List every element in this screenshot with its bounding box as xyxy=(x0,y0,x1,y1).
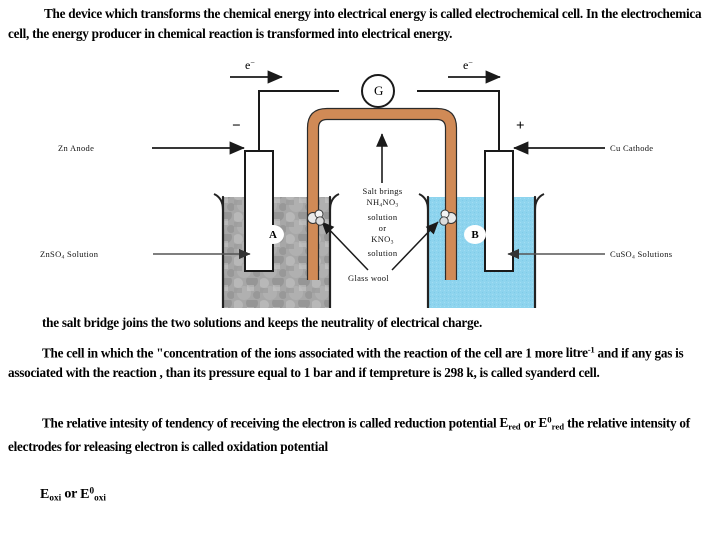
salt-bridge-paragraph: the salt bridge joins the two solutions … xyxy=(42,315,483,330)
glass-wool-leader-left xyxy=(321,221,369,271)
salt-bridge-line-3: solution xyxy=(367,211,398,222)
left-beaker-rim-left xyxy=(213,193,224,211)
intro-paragraph: The device which transforms the chemical… xyxy=(8,6,702,41)
cuso4-subscript: 4 xyxy=(632,254,636,261)
e0-red-subscript: red xyxy=(551,421,565,432)
zn-anode-label: Zn Anode xyxy=(58,143,95,153)
e-oxi-symbol: Eoxi xyxy=(40,486,62,503)
glass-wool-plug-right xyxy=(439,209,457,226)
znso4-formula: ZnSO xyxy=(40,249,62,259)
e0-oxi-symbol: E0oxi xyxy=(80,485,106,503)
znso4-subscript: 4 xyxy=(61,254,65,261)
salt-bridge-line-6: solution xyxy=(367,248,398,259)
beaker-a-badge: A xyxy=(262,225,284,244)
positive-sign: + xyxy=(516,118,525,134)
nh4no3-no: NO xyxy=(382,197,396,207)
kno3-kno: KNO xyxy=(371,233,391,244)
znso4-solution-label: ZnSO4 Solution xyxy=(40,249,98,261)
e-oxi-letter: E xyxy=(40,486,50,502)
kno3-sub: 3 xyxy=(390,239,394,246)
e0-oxi-subscript: oxi xyxy=(94,492,106,503)
e-red-symbol: Ered xyxy=(499,415,521,432)
rel-tail: the relative intensity of electrodes for… xyxy=(8,415,690,454)
cuso4-word: Solutions xyxy=(635,249,673,259)
reduction-potential-paragraph: The relative intesity of tendency of rec… xyxy=(8,410,718,457)
e0-oxi-superscript: 0 xyxy=(89,485,95,495)
cell-sentence-1: The cell in which the "concentration of … xyxy=(42,345,563,361)
electron-right-superscript: − xyxy=(468,58,473,68)
cuso4-solution-label: CuSO4 Solutions xyxy=(610,249,672,261)
negative-sign: − xyxy=(232,118,241,134)
nh4no3-sub2: 3 xyxy=(395,202,399,209)
galvanometer-label: G xyxy=(374,83,384,98)
standard-cell-paragraph: The cell in which the "concentration of … xyxy=(8,340,718,383)
wire-left xyxy=(258,90,339,151)
electron-label-right: e− xyxy=(463,58,473,73)
e0-red-superscript: 0 xyxy=(547,415,552,425)
glass-wool-label: Glass wool xyxy=(348,273,390,283)
nh4no3-sub1: 4 xyxy=(379,202,383,209)
right-beaker-rim-left xyxy=(418,193,429,211)
nh4no3-nh: NH xyxy=(366,197,380,207)
electron-left-superscript: − xyxy=(250,58,255,68)
salt-bridge-annotation: Salt brings NH4NO3 solution or KNO3 solu… xyxy=(340,186,425,259)
salt-bridge-tube xyxy=(307,108,457,280)
e0-red-symbol: E0red xyxy=(538,415,565,432)
electron-right-text: e xyxy=(463,58,469,72)
cuso4-formula: CuSO xyxy=(610,249,632,259)
salt-bridge-inner-edge xyxy=(317,118,447,280)
znso4-word: Solution xyxy=(64,249,99,259)
cell-diagram-svg xyxy=(152,70,605,308)
e-red-letter: E xyxy=(499,415,509,431)
left-beaker-rim-right xyxy=(329,193,340,211)
wire-right xyxy=(417,90,500,151)
rel-or-1: or xyxy=(520,415,539,431)
e0-red-letter: E xyxy=(538,415,548,431)
electrochemical-cell-diagram: G e− e− − + Zn Anode Cu Cathode ZnSO4 So… xyxy=(0,58,723,308)
cu-cathode-electrode xyxy=(484,150,514,272)
glass-wool-leader-right xyxy=(391,221,439,271)
oxi-or: or xyxy=(61,486,81,502)
zn-anode-electrode xyxy=(244,150,274,272)
electron-left-text: e xyxy=(245,58,251,72)
galvanometer-circle xyxy=(361,74,395,108)
glass-wool-plug-left xyxy=(307,209,325,226)
cuso4-liquid xyxy=(428,197,535,308)
right-beaker-rim-right xyxy=(534,193,545,211)
litre-unit: litre-1 xyxy=(566,345,595,360)
salt-bridge-line-1: Salt brings xyxy=(362,186,403,196)
litre-exponent: -1 xyxy=(587,345,595,355)
beaker-b-badge: B xyxy=(464,225,486,244)
salt-bridge-line-4: or xyxy=(378,222,387,233)
salt-bridge-line-5: KNO3 xyxy=(340,234,425,249)
e-oxi-subscript: oxi xyxy=(49,492,62,503)
electron-label-left: e− xyxy=(245,58,255,73)
salt-bridge-line-2: NH4NO3 xyxy=(340,197,425,212)
rel-sentence-1: The relative intesity of tendency of rec… xyxy=(42,415,500,431)
e-red-subscript: red xyxy=(508,421,521,432)
cell-sentence-2: and if any gas is associated with the re… xyxy=(8,345,684,381)
e0-oxi-letter: E xyxy=(80,486,90,502)
cu-cathode-label: Cu Cathode xyxy=(610,143,654,153)
oxidation-potential-symbols: Eoxi or E0oxi xyxy=(40,480,440,507)
salt-bridge-outer-edge xyxy=(306,107,458,280)
litre-word: litre xyxy=(565,345,588,361)
